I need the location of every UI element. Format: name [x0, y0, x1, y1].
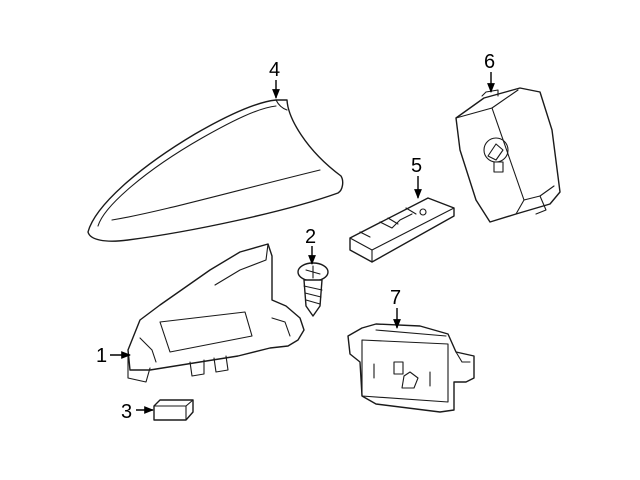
pad-part — [153, 399, 194, 421]
screw-part — [297, 262, 329, 317]
callout-3: 3 — [121, 401, 132, 423]
antenna-cover-part — [87, 99, 344, 242]
callout-2: 2 — [305, 226, 316, 248]
callout-5: 5 — [411, 155, 422, 177]
callout-1: 1 — [96, 345, 107, 367]
callout-6: 6 — [484, 51, 495, 73]
module-part — [455, 87, 561, 223]
callout-7: 7 — [390, 287, 401, 309]
receiver-module-part — [347, 323, 475, 413]
bracket-part — [349, 197, 455, 263]
callout-4: 4 — [269, 59, 280, 81]
antenna-base-part — [127, 243, 305, 383]
